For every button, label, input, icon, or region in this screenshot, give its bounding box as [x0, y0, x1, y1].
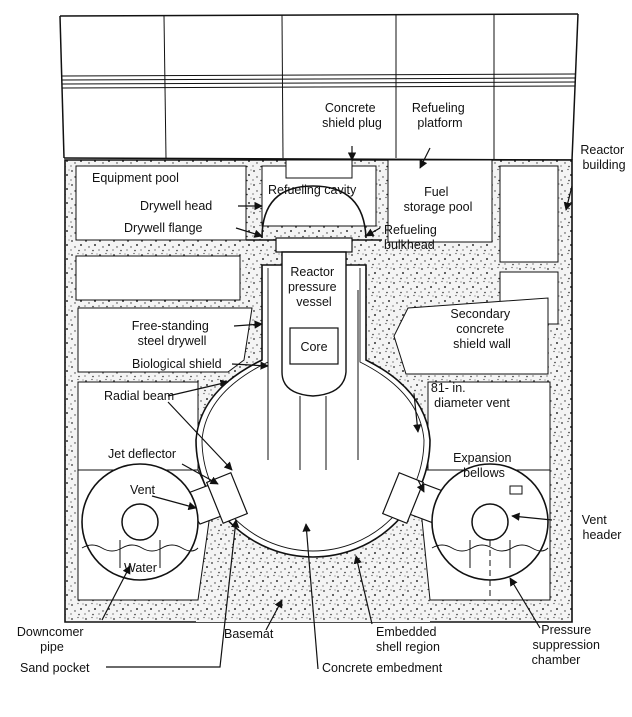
label-downcomer-pipe: Downcomer pipe — [17, 625, 87, 654]
label-embedded-shell-region: Embedded shell region — [376, 625, 440, 654]
label-concrete-shield-plug: Concrete shield plug — [322, 101, 382, 130]
label-biological-shield: Biological shield — [132, 357, 222, 371]
label-expansion-bellows: Expansion bellows — [453, 451, 515, 480]
label-vent: Vent — [130, 483, 156, 497]
vent-system-right — [381, 463, 549, 600]
labels: Concrete shield plug Refueling platform … — [17, 101, 627, 675]
free-standing-steel-drywell — [195, 185, 431, 558]
label-fuel-storage-pool: Fuel storage pool — [404, 185, 473, 214]
label-basemat: Basemat — [224, 627, 274, 641]
label-refueling-bulkhead: Refueling bulkhead — [384, 223, 440, 252]
reactor-building-superstructure — [59, 13, 579, 161]
leader-lines — [101, 146, 573, 670]
label-vent-header: Vent header — [582, 513, 622, 542]
label-equipment-pool: Equipment pool — [92, 171, 179, 185]
label-pressure-suppression-chamber: Pressure suppression chamber — [532, 623, 604, 667]
reactor-pressure-vessel — [275, 237, 353, 470]
label-core: Core — [300, 340, 327, 354]
label-diameter-vent: 81- in. diameter vent — [431, 381, 511, 410]
label-refueling-cavity: Refueling cavity — [268, 183, 357, 197]
label-reactor-building: Reactor building — [580, 143, 627, 172]
label-jet-deflector: Jet deflector — [108, 447, 176, 461]
label-refueling-platform: Refueling platform — [412, 101, 468, 130]
core-box — [289, 327, 339, 365]
label-radial-beam: Radial beam — [104, 389, 174, 403]
vent-system-left — [81, 463, 249, 581]
label-sand-pocket: Sand pocket — [20, 661, 90, 675]
label-water: Water — [124, 561, 157, 575]
label-secondary-concrete-shield-wall: Secondary concrete shield wall — [450, 307, 513, 351]
label-drywell-head: Drywell head — [140, 199, 212, 213]
label-free-standing-steel-drywell: Free-standing steel drywell — [132, 319, 213, 348]
label-drywell-flange: Drywell flange — [124, 221, 203, 235]
label-reactor-pressure-vessel: Reactor pressure vessel — [288, 265, 340, 309]
label-concrete-embedment: Concrete embedment — [322, 661, 443, 675]
